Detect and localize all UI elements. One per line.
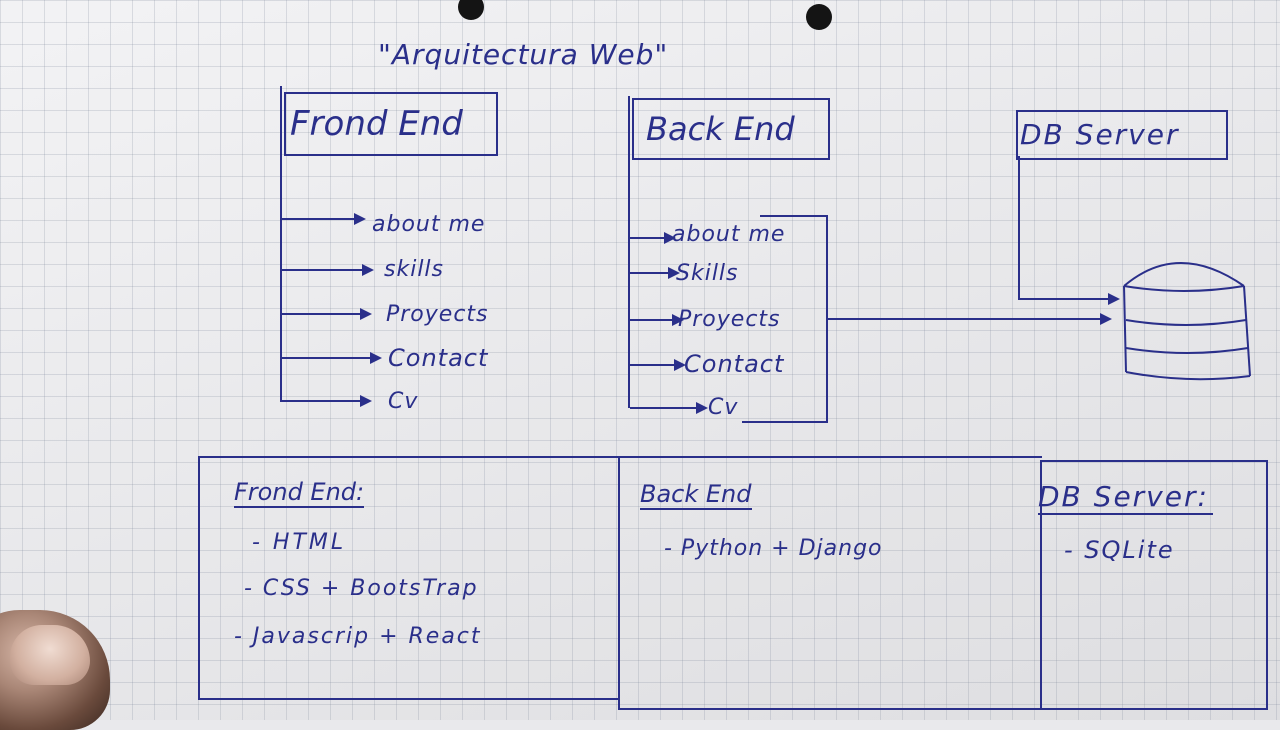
table-frontend-item: - CSS + BootsTrap (244, 576, 479, 601)
backend-header: Back End (646, 110, 795, 148)
database-icon (1123, 262, 1251, 381)
table-backend-header: Back End (640, 480, 752, 510)
backend-bracket-side (826, 215, 828, 423)
frontend-arrow (282, 395, 372, 407)
diagram-title: "Arquitectura Web" (378, 38, 669, 71)
backend-item: Cv (708, 395, 739, 420)
table-dbserver-item: - SQLite (1064, 536, 1175, 564)
backend-item: Skills (676, 261, 739, 286)
backend-arrow (630, 232, 676, 244)
table-frontend-item: - HTML (252, 530, 347, 555)
table-dbserver-cell (1040, 460, 1268, 710)
table-backend-cell (618, 456, 1042, 710)
frontend-header-box: Frond End (284, 92, 498, 156)
backend-trunk-line (628, 96, 630, 408)
frontend-item: Cv (388, 389, 419, 414)
table-frontend-header: Frond End: (234, 478, 365, 508)
table-frontend-item: - Javascrip + React (234, 624, 482, 649)
frontend-item: skills (384, 257, 445, 282)
backend-bracket-bottom (742, 421, 828, 423)
table-frontend-cell (198, 456, 620, 700)
frontend-arrow (282, 264, 374, 276)
dbserver-header-box: DB Server (1016, 110, 1228, 160)
dbserver-to-db-arrow (1020, 293, 1120, 305)
dbserver-trunk-line (1018, 156, 1020, 300)
punch-hole (806, 4, 832, 30)
dbserver-header: DB Server (1020, 118, 1180, 151)
backend-to-db-arrow (828, 313, 1112, 325)
backend-arrow (630, 267, 680, 279)
backend-item: Contact (684, 350, 785, 378)
backend-header-box: Back End (632, 98, 830, 160)
table-dbserver-header: DB Server: (1038, 480, 1213, 515)
frontend-item: Proyects (386, 302, 489, 327)
frontend-arrow (282, 308, 372, 320)
backend-item: about me (672, 222, 786, 247)
backend-arrow (630, 314, 684, 326)
frontend-trunk-line (280, 86, 282, 402)
frontend-item: Contact (388, 344, 489, 372)
backend-bracket-top (760, 215, 826, 217)
frontend-arrow (282, 352, 382, 364)
frontend-arrow (282, 213, 366, 225)
punch-hole (458, 0, 484, 20)
frontend-item: about me (372, 212, 486, 237)
backend-arrow (630, 359, 686, 371)
backend-item: Proyects (678, 307, 781, 332)
thumbnail (10, 625, 90, 685)
frontend-header: Frond End (290, 104, 463, 144)
table-backend-item: - Python + Django (664, 536, 883, 561)
backend-arrow (630, 402, 708, 414)
